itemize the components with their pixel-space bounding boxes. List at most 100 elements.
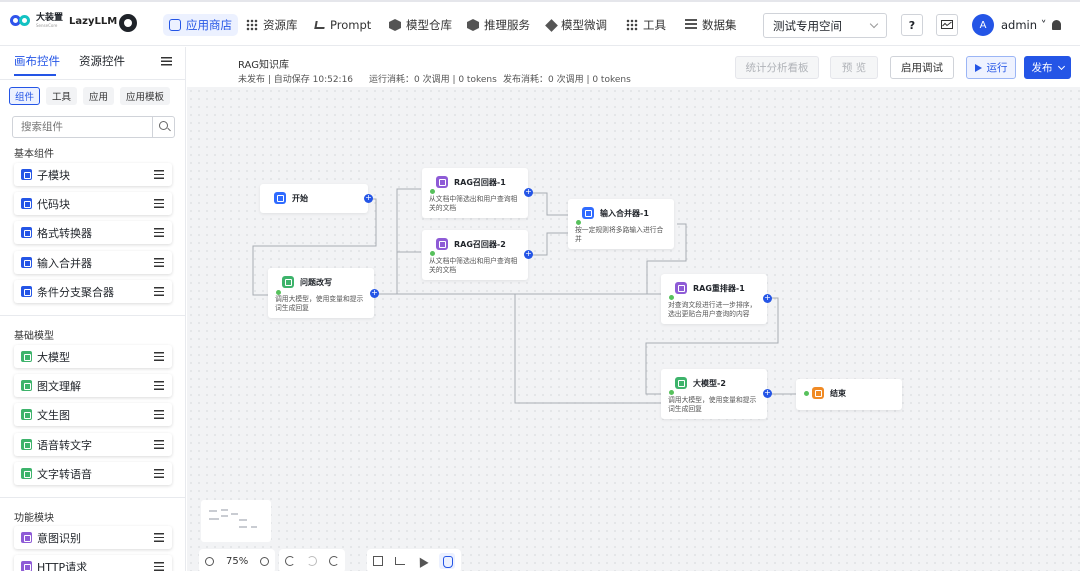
llm-icon	[21, 351, 32, 362]
stats-button[interactable]: 统计分析看板	[735, 56, 819, 79]
add-output-icon[interactable]: +	[763, 388, 772, 398]
nav-model-repo[interactable]: 模型仓库	[389, 14, 452, 36]
add-output-icon[interactable]: +	[364, 193, 373, 203]
node-llm-2[interactable]: 大模型-2 调用大模型，使用变量和提示词生成回复 +	[661, 369, 772, 419]
avatar[interactable]: A	[972, 14, 994, 36]
nav-tools[interactable]: 工具	[626, 14, 666, 36]
add-output-icon[interactable]: +	[524, 249, 533, 259]
node-rag-retriever-1[interactable]: RAG召回器-1 从文档中筛选出和用户查询相关的文档 +	[422, 168, 533, 218]
run-button[interactable]: 运行	[966, 56, 1016, 79]
llm-icon	[282, 276, 294, 288]
chevron-down-icon	[869, 19, 879, 29]
drag-handle-icon[interactable]	[154, 440, 164, 449]
chip-apps[interactable]: 应用	[83, 87, 115, 105]
chip-tools[interactable]: 工具	[46, 87, 78, 105]
component-item[interactable]: 大模型	[14, 345, 172, 368]
component-item[interactable]: 输入合并器	[14, 251, 172, 274]
drag-handle-icon[interactable]	[154, 228, 164, 237]
publish-cost: 发布消耗：0 次调用 | 0 tokens	[503, 75, 631, 85]
merge-icon	[21, 257, 32, 268]
component-label: HTTP请求	[37, 560, 88, 571]
prompt-icon	[314, 21, 326, 29]
store-icon	[169, 19, 181, 31]
section-title: 基础模型	[14, 331, 54, 342]
drag-handle-icon[interactable]	[154, 352, 164, 361]
chip-app-templates[interactable]: 应用模板	[120, 87, 171, 105]
node-desc-line: 词生成回复	[668, 405, 702, 413]
code-icon	[21, 198, 32, 209]
drag-handle-icon[interactable]	[154, 258, 164, 267]
search-icon[interactable]	[152, 117, 174, 137]
grid-icon	[246, 19, 258, 31]
nav-label: 资源库	[263, 18, 298, 32]
edge-rerank-llm2	[645, 297, 779, 395]
history-icon[interactable]	[329, 556, 339, 566]
workflow-canvas[interactable]: 开始 + 问题改写 调用大模型，使用变量和提示词生成回复 + RAG召回器-1 …	[187, 87, 1080, 571]
workspace-select[interactable]: 测试专用空间	[763, 13, 887, 38]
component-item[interactable]: 文字转语音	[14, 462, 172, 485]
tab-canvas-controls[interactable]: 画布控件	[14, 53, 60, 76]
chip-components[interactable]: 组件	[9, 87, 41, 105]
nav-inference[interactable]: 推理服务	[467, 14, 530, 36]
nav-resources[interactable]: 资源库	[246, 14, 298, 36]
collapse-sidebar-icon[interactable]	[161, 57, 172, 66]
add-output-icon[interactable]: +	[763, 293, 772, 303]
tab-resource-controls[interactable]: 资源控件	[79, 54, 125, 68]
monitor-button[interactable]	[936, 14, 958, 36]
publish-button[interactable]: 发布	[1024, 56, 1071, 79]
add-output-icon[interactable]: +	[524, 187, 533, 197]
nav-prompt[interactable]: Prompt	[314, 14, 371, 36]
node-title: RAG重排器-1	[693, 283, 745, 293]
node-start[interactable]: 开始 +	[260, 184, 373, 213]
check-icon	[668, 294, 675, 301]
brand-logo[interactable]: 大装置 SenseCore LazyLLM	[10, 14, 117, 28]
nav-app-store[interactable]: 应用商店	[163, 14, 238, 36]
nav-datasets[interactable]: 数据集	[685, 14, 737, 36]
nav-label: 应用商店	[186, 18, 232, 32]
minimap[interactable]	[201, 500, 271, 542]
drag-handle-icon[interactable]	[154, 170, 164, 179]
node-desc-line: 并	[575, 235, 582, 243]
component-item[interactable]: 条件分支聚合器	[14, 280, 172, 303]
zoom-in-icon[interactable]	[260, 556, 270, 566]
add-output-icon[interactable]: +	[370, 288, 379, 298]
divider	[0, 315, 185, 316]
connector-icon[interactable]	[395, 557, 405, 565]
undo-icon[interactable]	[285, 556, 295, 566]
drag-handle-icon[interactable]	[154, 287, 164, 296]
help-button[interactable]: ?	[901, 14, 923, 36]
component-item[interactable]: 文生图	[14, 403, 172, 426]
component-item[interactable]: 子模块	[14, 163, 172, 186]
debug-button[interactable]: 启用调试	[890, 56, 954, 79]
fit-view-icon[interactable]	[373, 556, 383, 566]
drag-handle-icon[interactable]	[154, 469, 164, 478]
component-item[interactable]: HTTP请求	[14, 555, 172, 571]
component-item[interactable]: 代码块	[14, 192, 172, 215]
drag-handle-icon[interactable]	[154, 533, 164, 542]
drag-handle-icon[interactable]	[154, 381, 164, 390]
preview-button[interactable]: 预 览	[830, 56, 878, 79]
node-rag-retriever-2[interactable]: RAG召回器-2 从文档中筛选出和用户查询相关的文档 +	[422, 230, 533, 280]
component-item[interactable]: 意图识别	[14, 526, 172, 549]
drag-handle-icon[interactable]	[154, 562, 164, 571]
node-end[interactable]: 结束	[796, 379, 902, 410]
node-rag-reranker-1[interactable]: RAG重排器-1 对查询文段进行进一步排序，选出更贴合用户查询的内容 +	[661, 274, 772, 324]
bell-icon[interactable]	[1052, 20, 1061, 30]
github-icon[interactable]	[119, 14, 137, 32]
component-item[interactable]: 语音转文字	[14, 433, 172, 456]
zoom-out-icon[interactable]	[205, 556, 214, 566]
nav-finetune[interactable]: 模型微调	[545, 14, 607, 36]
drag-handle-icon[interactable]	[154, 199, 164, 208]
drag-handle-icon[interactable]	[154, 410, 164, 419]
node-input-merger-1[interactable]: 输入合并器-1 按一定规则将多路输入进行合并	[568, 199, 674, 249]
user-menu[interactable]: admin ˅	[1001, 18, 1047, 32]
search-input[interactable]	[13, 117, 152, 137]
hand-icon[interactable]	[439, 553, 455, 569]
page-title: RAG知识库	[238, 60, 289, 71]
component-item[interactable]: 格式转换器	[14, 221, 172, 244]
node-rewrite[interactable]: 问题改写 调用大模型，使用变量和提示词生成回复 +	[268, 268, 379, 318]
redo-icon[interactable]	[307, 556, 317, 566]
pointer-icon[interactable]	[415, 554, 429, 568]
component-label: 大模型	[37, 350, 70, 364]
component-item[interactable]: 图文理解	[14, 374, 172, 397]
